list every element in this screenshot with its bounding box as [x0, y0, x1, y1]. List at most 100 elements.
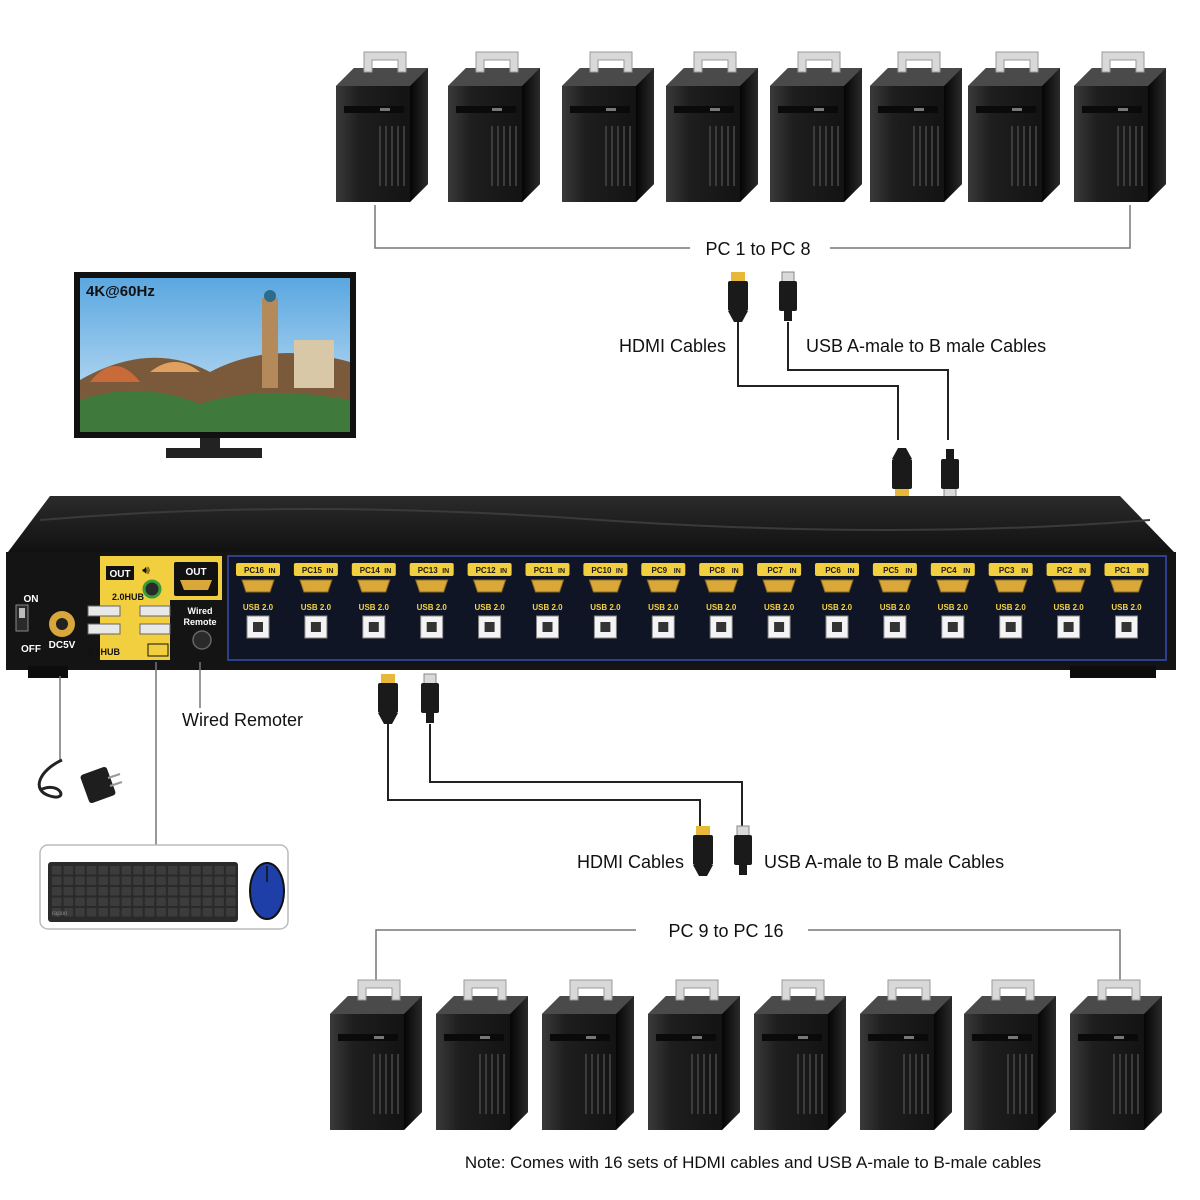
hdmi-out-port[interactable] [180, 580, 212, 590]
keyboard-key [214, 887, 224, 896]
pc-tower-top-8 [1073, 51, 1167, 203]
keyboard-key [202, 887, 213, 896]
keyboard-key [121, 887, 132, 896]
keyboard-key [133, 876, 143, 885]
hdmi-in-port[interactable] [530, 579, 565, 593]
pc-tower-top-7 [967, 51, 1061, 203]
accessory-leads [59, 662, 201, 845]
bottom-usb-cable [420, 673, 753, 876]
keyboard-key [179, 887, 190, 896]
hdmi-in-port[interactable] [1109, 579, 1144, 593]
pc-port-tag [525, 563, 570, 576]
hub-bottom-label: 2.0HUB [88, 647, 121, 657]
pc-port-label: PC15 [302, 566, 323, 575]
hdmi-in-port[interactable] [299, 579, 333, 593]
keyboard-key [214, 908, 224, 917]
usb-b-port-inner [658, 622, 669, 632]
keyboard-key [98, 908, 108, 917]
usb-b-port-inner [368, 622, 379, 632]
hdmi-in-port[interactable] [878, 579, 912, 593]
keyboard-key [202, 876, 213, 885]
pc-tower-bottom-8 [1069, 979, 1163, 1131]
keyboard-key [98, 887, 108, 896]
pc-port-label: PC8 [709, 566, 725, 575]
in-label: IN [616, 568, 623, 575]
monitor-badge: 4K@60Hz [86, 283, 155, 300]
monitor: 4K@60Hz [74, 272, 356, 458]
usb-port-label: USB 2.0 [359, 603, 390, 612]
usb-port-label: USB 2.0 [1111, 603, 1142, 612]
in-label: IN [269, 568, 276, 575]
hdmi-in-port[interactable] [704, 579, 738, 593]
hdmi-in-port[interactable] [1051, 579, 1086, 593]
keyboard-icon [147, 643, 169, 657]
keyboard-key [75, 897, 85, 906]
keyboard-key [179, 908, 190, 917]
keyboard-key [52, 908, 62, 917]
keyboard-key [156, 866, 166, 875]
keyboard-key [168, 908, 178, 917]
wired-remote-line1: Wired [188, 606, 213, 616]
keyboard-key [226, 866, 236, 875]
usb-b-port-inner [1063, 622, 1074, 632]
usb-port-label: USB 2.0 [417, 603, 448, 612]
usb-hub-ports[interactable] [87, 605, 171, 635]
keyboard-key [75, 876, 85, 885]
keyboard-key [191, 866, 201, 875]
keyboard-key [202, 897, 213, 906]
pc-port-label: PC9 [652, 566, 668, 575]
wired-remote-jack[interactable] [192, 630, 212, 650]
pc-port-tag [293, 563, 338, 576]
hdmi-in-port[interactable] [762, 579, 796, 593]
hdmi-in-port[interactable] [241, 579, 275, 593]
keyboard-key [121, 866, 132, 875]
hdmi-in-port[interactable] [646, 579, 680, 593]
keyboard-key [86, 866, 97, 875]
keyboard-key [75, 866, 85, 875]
pc-port-label: PC16 [244, 566, 265, 575]
keyboard-key [156, 897, 166, 906]
audio-jack[interactable] [142, 579, 162, 599]
usb-b-port-inner [1005, 622, 1016, 632]
hdmi-in-port[interactable] [820, 579, 854, 593]
in-label: IN [674, 568, 681, 575]
hdmi-in-port[interactable] [994, 579, 1028, 593]
hdmi-in-port[interactable] [415, 579, 449, 593]
keyboard-key [98, 866, 108, 875]
keyboard-key [144, 887, 155, 896]
hub-top-label: 2.0HUB [112, 592, 145, 602]
top-pc-row [335, 51, 1167, 203]
keyboard-key [179, 866, 190, 875]
hdmi-in-port[interactable] [357, 579, 391, 593]
in-label: IN [1021, 568, 1028, 575]
keyboard-key [156, 887, 166, 896]
hdmi-in-port[interactable] [472, 579, 507, 593]
hdmi-in-port[interactable] [936, 579, 970, 593]
pc-tower-bottom-3 [541, 979, 635, 1131]
pc-port-tag [757, 563, 802, 576]
bottom-group-bracket [375, 929, 1121, 985]
pc-tower-top-2 [447, 51, 541, 203]
keyboard-key [133, 908, 143, 917]
pc-tower-top-5 [769, 51, 863, 203]
footnote: Note: Comes with 16 sets of HDMI cables … [465, 1153, 1041, 1172]
pc-port-tag [815, 563, 859, 576]
hdmi-in-port[interactable] [588, 579, 623, 593]
pc-port-tag [409, 563, 454, 576]
keyboard-key [214, 897, 224, 906]
pc-port-tag [583, 563, 628, 576]
keyboard-key [202, 866, 213, 875]
usb-b-port-inner [310, 622, 321, 632]
pc-port-tag [872, 563, 917, 576]
keyboard-key [191, 876, 201, 885]
usb-port-label: USB 2.0 [996, 603, 1027, 612]
pc-port-tag [1046, 563, 1091, 576]
